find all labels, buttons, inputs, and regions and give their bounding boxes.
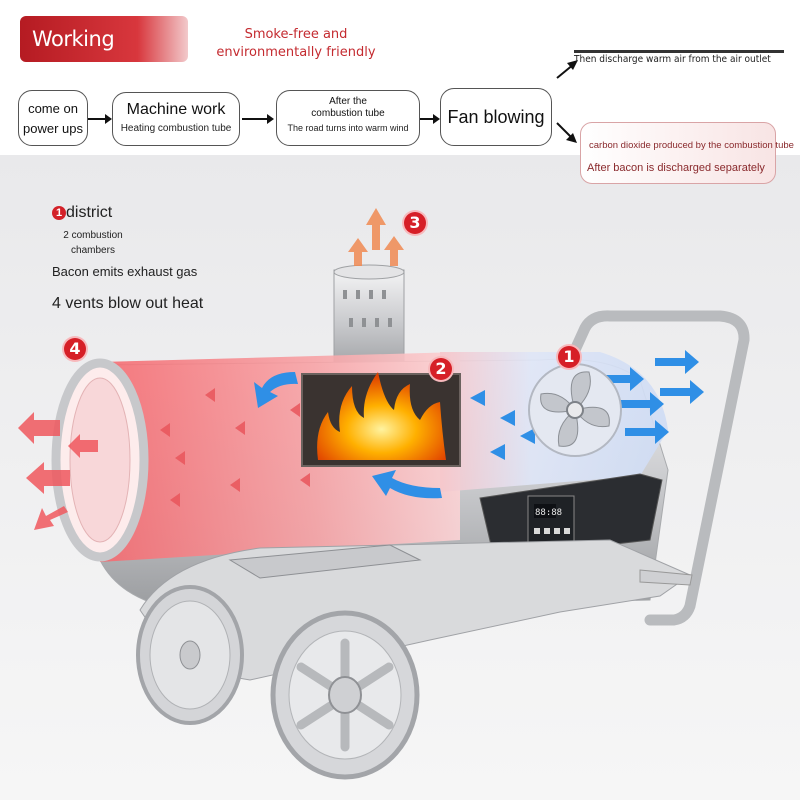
- panel-buttons: [534, 528, 570, 534]
- badge-combustion: 2: [430, 358, 452, 380]
- flow-step-machine-label: Machine work: [126, 101, 226, 118]
- legend-item-1-text: district: [66, 204, 113, 221]
- cooling-grille: [228, 544, 422, 579]
- flow-step-machine: Machine work Heating combustion tube: [112, 92, 240, 146]
- legend-item-2: 2 combustion chambers: [56, 228, 130, 258]
- chimney-vents: [343, 290, 392, 327]
- output-exhaust-line1: carbon dioxide produced by the combustio…: [589, 140, 794, 151]
- flow-step-fan-label: Fan blowing: [447, 107, 545, 127]
- flow-step-fan: Fan blowing: [440, 88, 552, 146]
- hot-flow-arrows: [160, 388, 310, 507]
- legend-num-1: 1: [52, 205, 66, 220]
- badge-fan: 1: [558, 346, 580, 368]
- output-exhaust-line2: After bacon is discharged separately: [587, 162, 765, 174]
- legend-item-3-text: Bacon emits exhaust gas: [52, 264, 198, 279]
- output-exhaust-box: carbon dioxide produced by the combustio…: [580, 122, 794, 184]
- chimney-top: [333, 264, 405, 280]
- panel-display: [534, 504, 556, 518]
- badge-outlet: 4: [64, 338, 86, 360]
- fan: [528, 363, 622, 457]
- output-warm-air-label: Then discharge warm air from the air out…: [574, 50, 784, 65]
- flames: [317, 372, 446, 460]
- flow-arrow-3: [420, 114, 440, 124]
- tagline: Smoke-free and environmentally friendly: [216, 27, 376, 60]
- wheel-front: [270, 610, 420, 780]
- legend-item-4: 4 vents blow out heat: [52, 295, 203, 313]
- badge-exhaust: 3: [404, 212, 426, 234]
- output-arrow-up: [556, 60, 578, 79]
- flow-step-combustion-sub: The road turns into warm wind: [287, 123, 409, 133]
- outlet-inner: [69, 377, 131, 543]
- flow-step-combustion-label: After the combustion tube: [311, 96, 385, 119]
- legend-item-3: Bacon emits exhaust gas: [52, 264, 197, 279]
- legend-item-4-text: 4 vents blow out heat: [52, 295, 204, 312]
- flow-step-power: come on power ups: [18, 90, 88, 146]
- control-panel: [527, 495, 575, 547]
- legend-item-2-text: 2 combustion chambers: [63, 230, 123, 256]
- handle: [559, 310, 750, 626]
- heater-illustration: 88:88: [18, 208, 750, 780]
- flow-step-machine-sub: Heating combustion tube: [120, 123, 232, 134]
- output-arrows: [556, 60, 578, 143]
- outlet-arrows: [18, 412, 98, 530]
- flow-arrow-2: [242, 114, 274, 124]
- flow-arrow-1: [88, 114, 112, 124]
- intake-flow-arrows: [254, 350, 704, 499]
- flow-step-combustion: After the combustion tube The road turns…: [276, 90, 420, 146]
- wheel-rear: [136, 585, 244, 725]
- panel-display-text: 88:88: [535, 508, 562, 518]
- flow-step-power-label: come on power ups: [23, 101, 83, 136]
- support-foot: [639, 569, 693, 586]
- output-arrow-down: [556, 122, 577, 143]
- exhaust-arrows: [348, 208, 404, 266]
